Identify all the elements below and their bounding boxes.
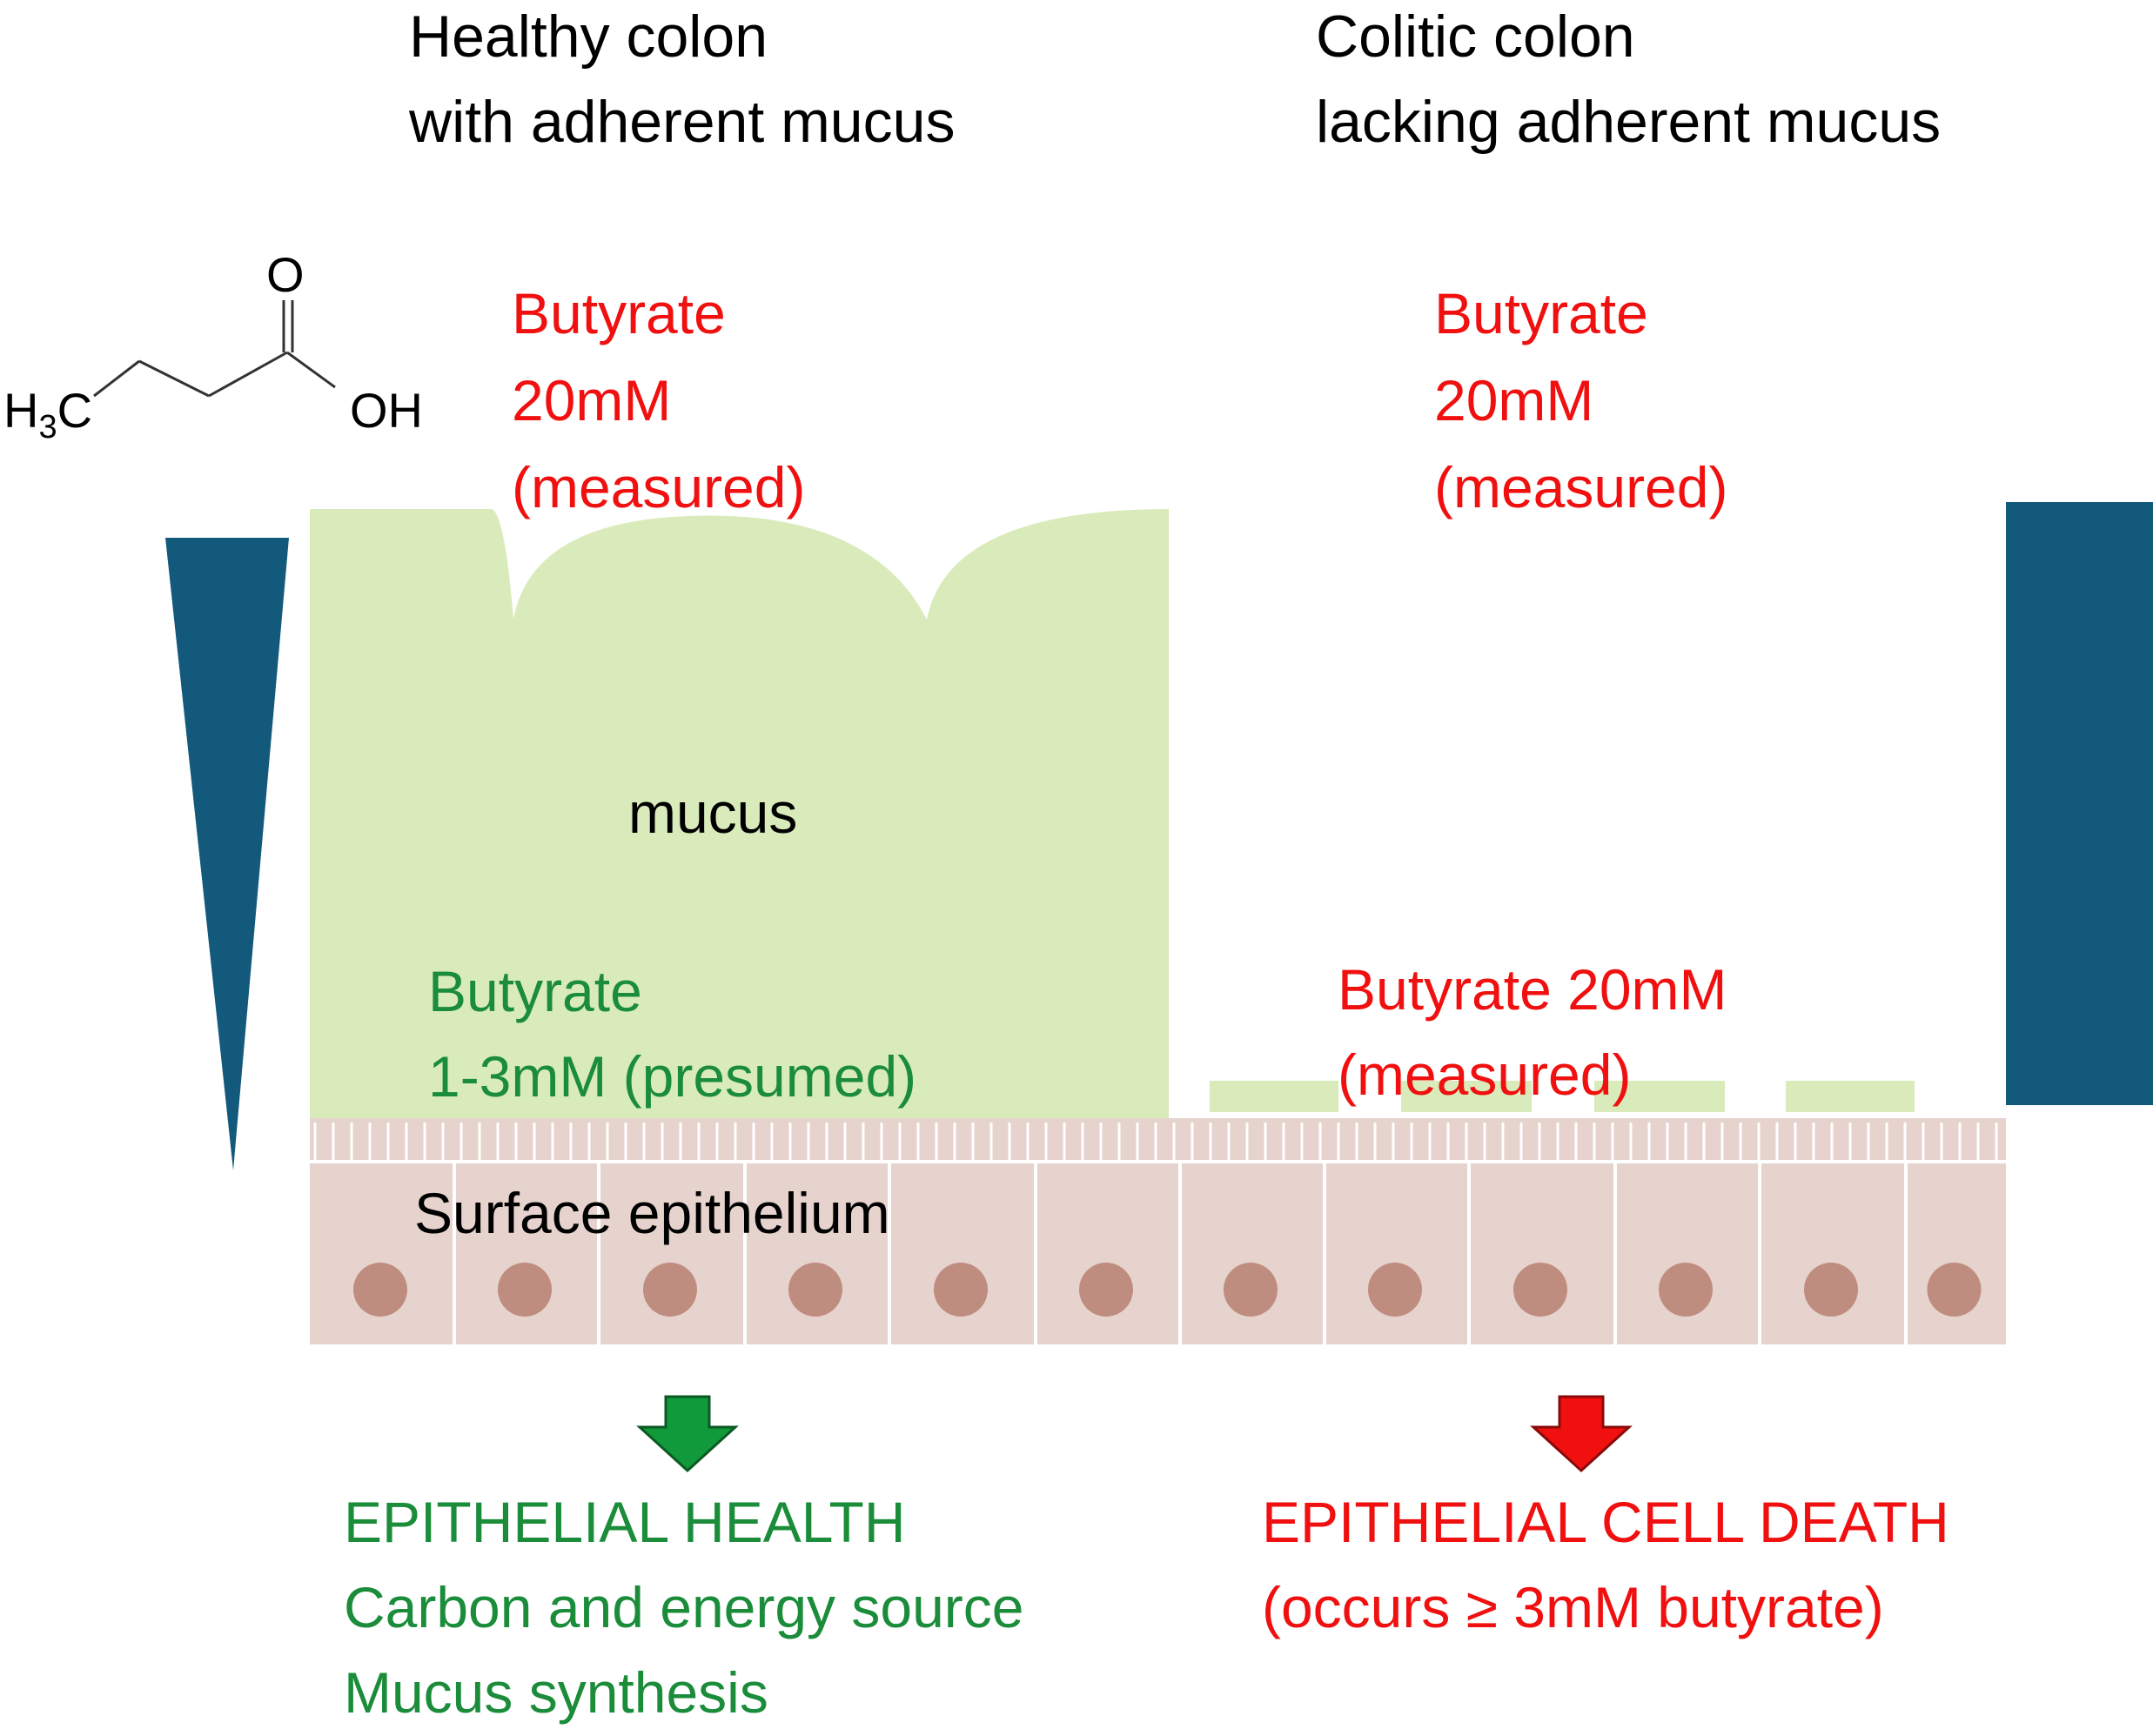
green-down-arrow-icon bbox=[636, 1395, 739, 1473]
oxygen-atom-label: O bbox=[266, 247, 305, 302]
concentration-gradient-triangle bbox=[165, 538, 289, 1170]
mucus-layer bbox=[310, 509, 1169, 1123]
butyrate-molecule bbox=[93, 300, 336, 398]
cell-nucleus bbox=[1659, 1263, 1713, 1317]
cell-nucleus bbox=[934, 1263, 988, 1317]
cell-nucleus bbox=[788, 1263, 842, 1317]
bond-4 bbox=[286, 351, 336, 389]
bond-1 bbox=[93, 359, 140, 398]
mucus-patch bbox=[1210, 1081, 1338, 1112]
concentration-uniform-bar bbox=[2006, 502, 2153, 1105]
mucus-patch bbox=[1401, 1081, 1532, 1112]
hydroxyl-label: OH bbox=[350, 383, 423, 438]
colitic-title: Colitic colon lacking adherent mucus bbox=[1316, 3, 1942, 155]
cell-nucleus bbox=[1368, 1263, 1422, 1317]
colitic-lumen-butyrate-label: Butyrate 20mM (measured) bbox=[1434, 281, 1728, 519]
bond-3 bbox=[208, 351, 288, 398]
healthy-outcome: EPITHELIAL HEALTH Carbon and energy sour… bbox=[344, 1490, 1024, 1725]
red-down-arrow-icon bbox=[1530, 1395, 1633, 1473]
epithelial-cells bbox=[353, 1162, 1982, 1344]
cell-nucleus bbox=[1513, 1263, 1567, 1317]
residual-mucus-patches bbox=[1210, 1081, 1915, 1112]
cell-nucleus bbox=[643, 1263, 697, 1317]
cell-nucleus bbox=[498, 1263, 552, 1317]
cell-nucleus bbox=[1927, 1263, 1982, 1317]
bond-2 bbox=[138, 359, 210, 398]
methyl-label: H3C bbox=[3, 383, 93, 446]
healthy-lumen-butyrate-label: Butyrate 20mM (measured) bbox=[512, 281, 806, 519]
surface-epithelium bbox=[310, 1118, 2006, 1344]
cell-nucleus bbox=[353, 1263, 407, 1317]
healthy-title: Healthy colon with adherent mucus bbox=[409, 3, 956, 155]
cell-nucleus bbox=[1804, 1263, 1858, 1317]
colitic-surface-butyrate-label: Butyrate 20mM (measured) bbox=[1338, 957, 1727, 1107]
cell-nucleus bbox=[1079, 1263, 1133, 1317]
surface-epithelium-label: Surface epithelium bbox=[414, 1181, 890, 1245]
colitic-outcome: EPITHELIAL CELL DEATH (occurs ≥ 3mM buty… bbox=[1262, 1490, 1949, 1639]
microvilli bbox=[313, 1123, 1998, 1160]
healthy-surface-butyrate-label: Butyrate 1-3mM (presumed) bbox=[428, 959, 917, 1109]
cell-nucleus bbox=[1224, 1263, 1278, 1317]
mucus-patch bbox=[1786, 1081, 1915, 1112]
mucus-patch bbox=[1594, 1081, 1725, 1112]
mucus-label: mucus bbox=[628, 781, 798, 845]
